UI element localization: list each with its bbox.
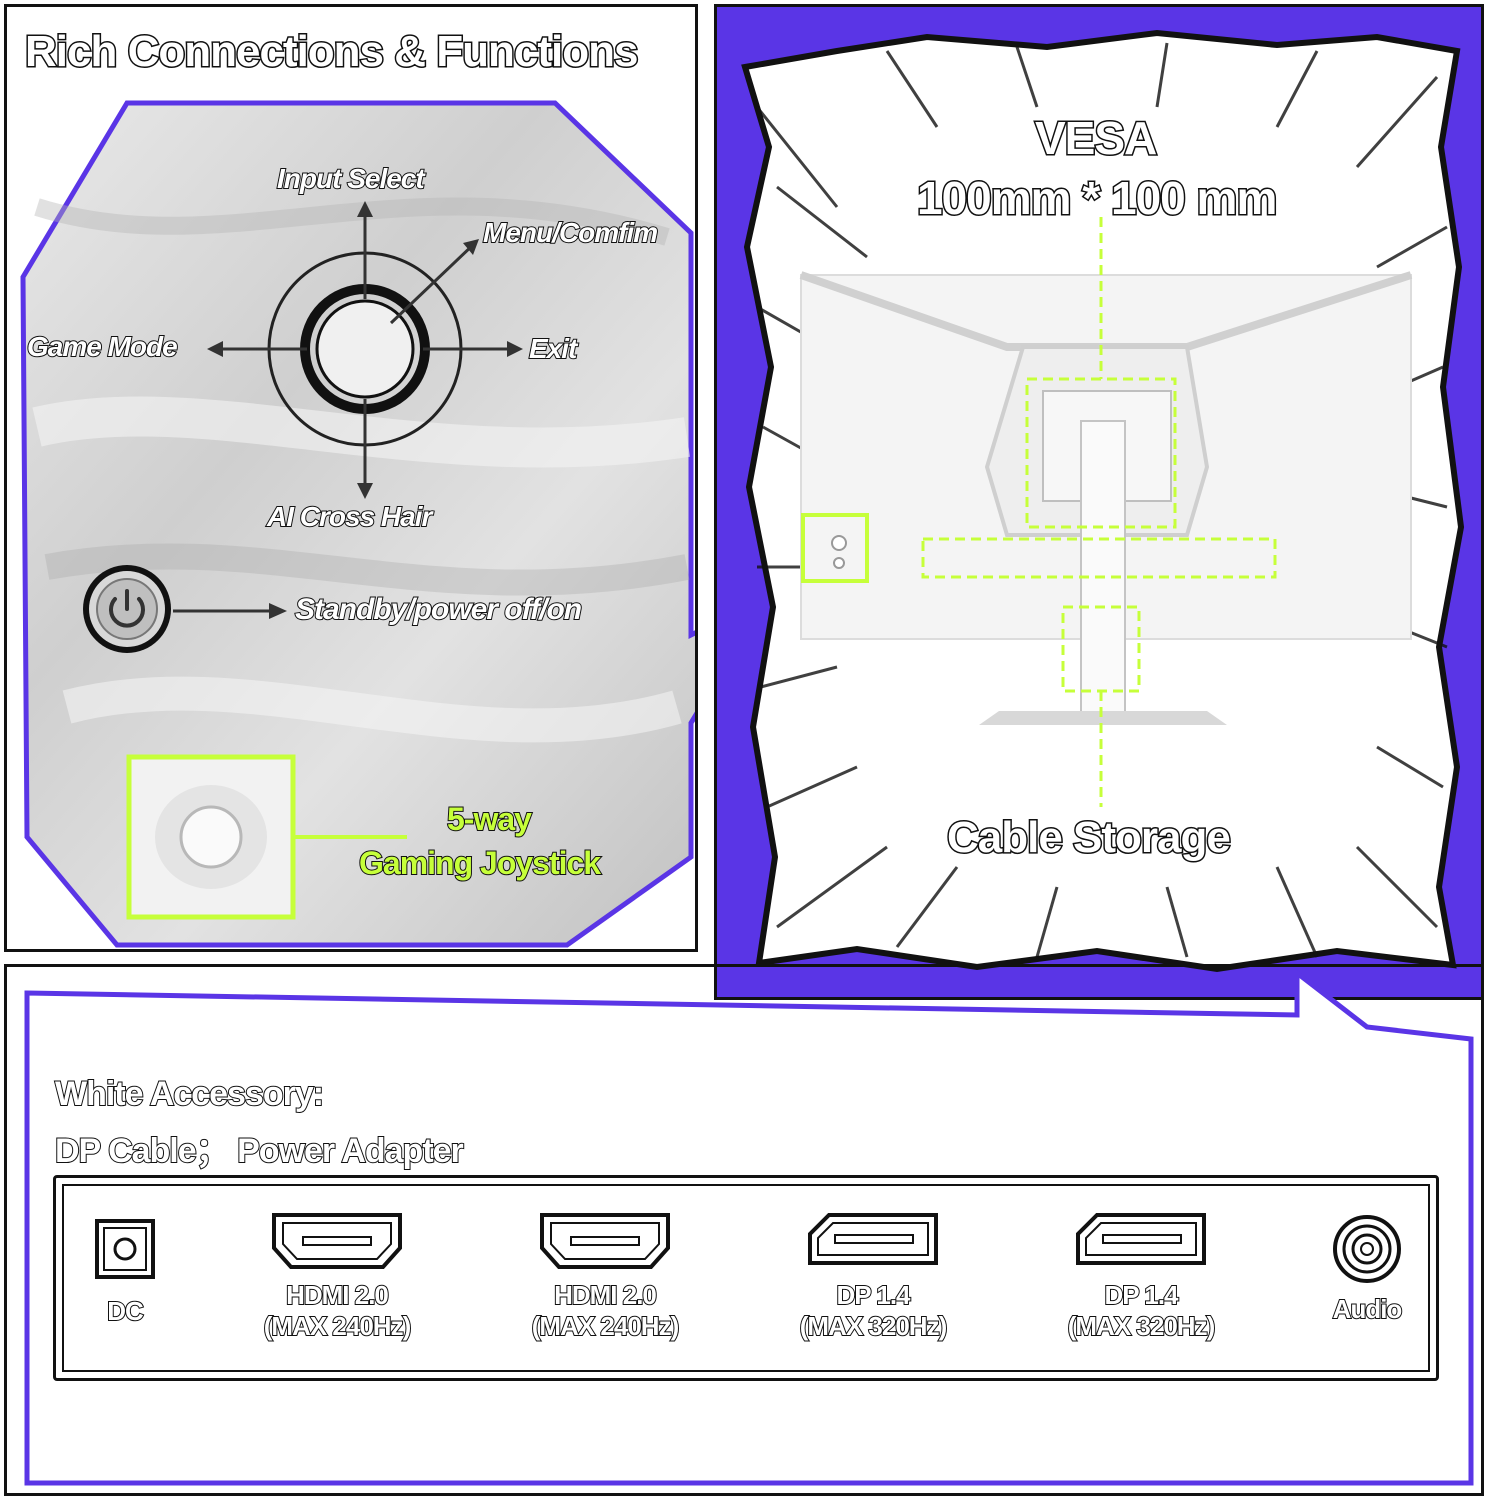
functions-title: Rich Connections & Functions bbox=[23, 26, 639, 78]
audio-jack-icon bbox=[1333, 1215, 1401, 1283]
power-button-drawing bbox=[83, 565, 287, 653]
ports-frame bbox=[24, 967, 1474, 1486]
joystick-photo bbox=[126, 754, 407, 920]
port-label: DC bbox=[106, 1295, 145, 1327]
vesa-title: VESA bbox=[1033, 111, 1158, 166]
port-label: DP 1.4 bbox=[1103, 1279, 1179, 1311]
label-exit: Exit bbox=[528, 332, 578, 365]
hdmi-port-icon bbox=[540, 1213, 670, 1269]
port-dc: DC bbox=[80, 1218, 170, 1327]
vesa-size: 100mm * 100 mm bbox=[915, 171, 1278, 226]
hdmi-port-icon bbox=[272, 1213, 402, 1269]
label-standby-power: Standby/power off/on bbox=[294, 592, 583, 627]
label-game-mode: Game Mode bbox=[26, 330, 179, 363]
port-hdmi-1: HDMI 2.0 (MAX 240Hz) bbox=[242, 1212, 432, 1342]
port-strip: DC HDMI 2.0 (MAX 240Hz) HDMI 2.0 (MAX 24… bbox=[53, 1175, 1439, 1381]
port-label: HDMI 2.0 bbox=[553, 1279, 658, 1311]
label-input-select: Input Select bbox=[276, 162, 426, 195]
cable-storage-label: Cable Storage bbox=[946, 812, 1233, 864]
port-label: HDMI 2.0 bbox=[285, 1279, 390, 1311]
label-gaming-joystick: Gaming Joystick bbox=[358, 844, 602, 882]
port-dp-2: DP 1.4 (MAX 320Hz) bbox=[1046, 1212, 1236, 1342]
dc-jack-icon bbox=[95, 1219, 155, 1279]
joystick-diagram bbox=[207, 201, 523, 499]
port-label: Audio bbox=[1332, 1293, 1404, 1325]
accessory-line-2: DP Cable； Power Adapter bbox=[54, 1131, 465, 1171]
label-menu-confirm: Menu/Comfim bbox=[482, 216, 659, 249]
ports-panel: White Accessory: DP Cable； Power Adapter… bbox=[4, 964, 1484, 1496]
port-label: DP 1.4 bbox=[835, 1279, 911, 1311]
rear-view-illustration bbox=[741, 29, 1465, 973]
functions-panel: Rich Connections & Functions Input Selec… bbox=[4, 4, 698, 952]
monitor-back bbox=[799, 217, 1413, 807]
port-sublabel: (MAX 240Hz) bbox=[263, 1310, 412, 1342]
port-sublabel: (MAX 320Hz) bbox=[1067, 1310, 1216, 1342]
port-sublabel: (MAX 240Hz) bbox=[531, 1310, 680, 1342]
port-audio: Audio bbox=[1312, 1214, 1422, 1325]
label-ai-cross-hair: AI Cross Hair bbox=[266, 500, 433, 533]
accessory-line-1: White Accessory: bbox=[54, 1074, 325, 1114]
rear-view-panel: VESA 100mm * 100 mm Cable Storage bbox=[714, 4, 1484, 1000]
displayport-icon bbox=[1076, 1213, 1206, 1265]
label-5-way: 5-way bbox=[446, 800, 533, 838]
displayport-icon bbox=[808, 1213, 938, 1265]
functions-illustration bbox=[20, 100, 695, 948]
port-hdmi-2: HDMI 2.0 (MAX 240Hz) bbox=[510, 1212, 700, 1342]
port-dp-1: DP 1.4 (MAX 320Hz) bbox=[778, 1212, 968, 1342]
port-sublabel: (MAX 320Hz) bbox=[799, 1310, 948, 1342]
